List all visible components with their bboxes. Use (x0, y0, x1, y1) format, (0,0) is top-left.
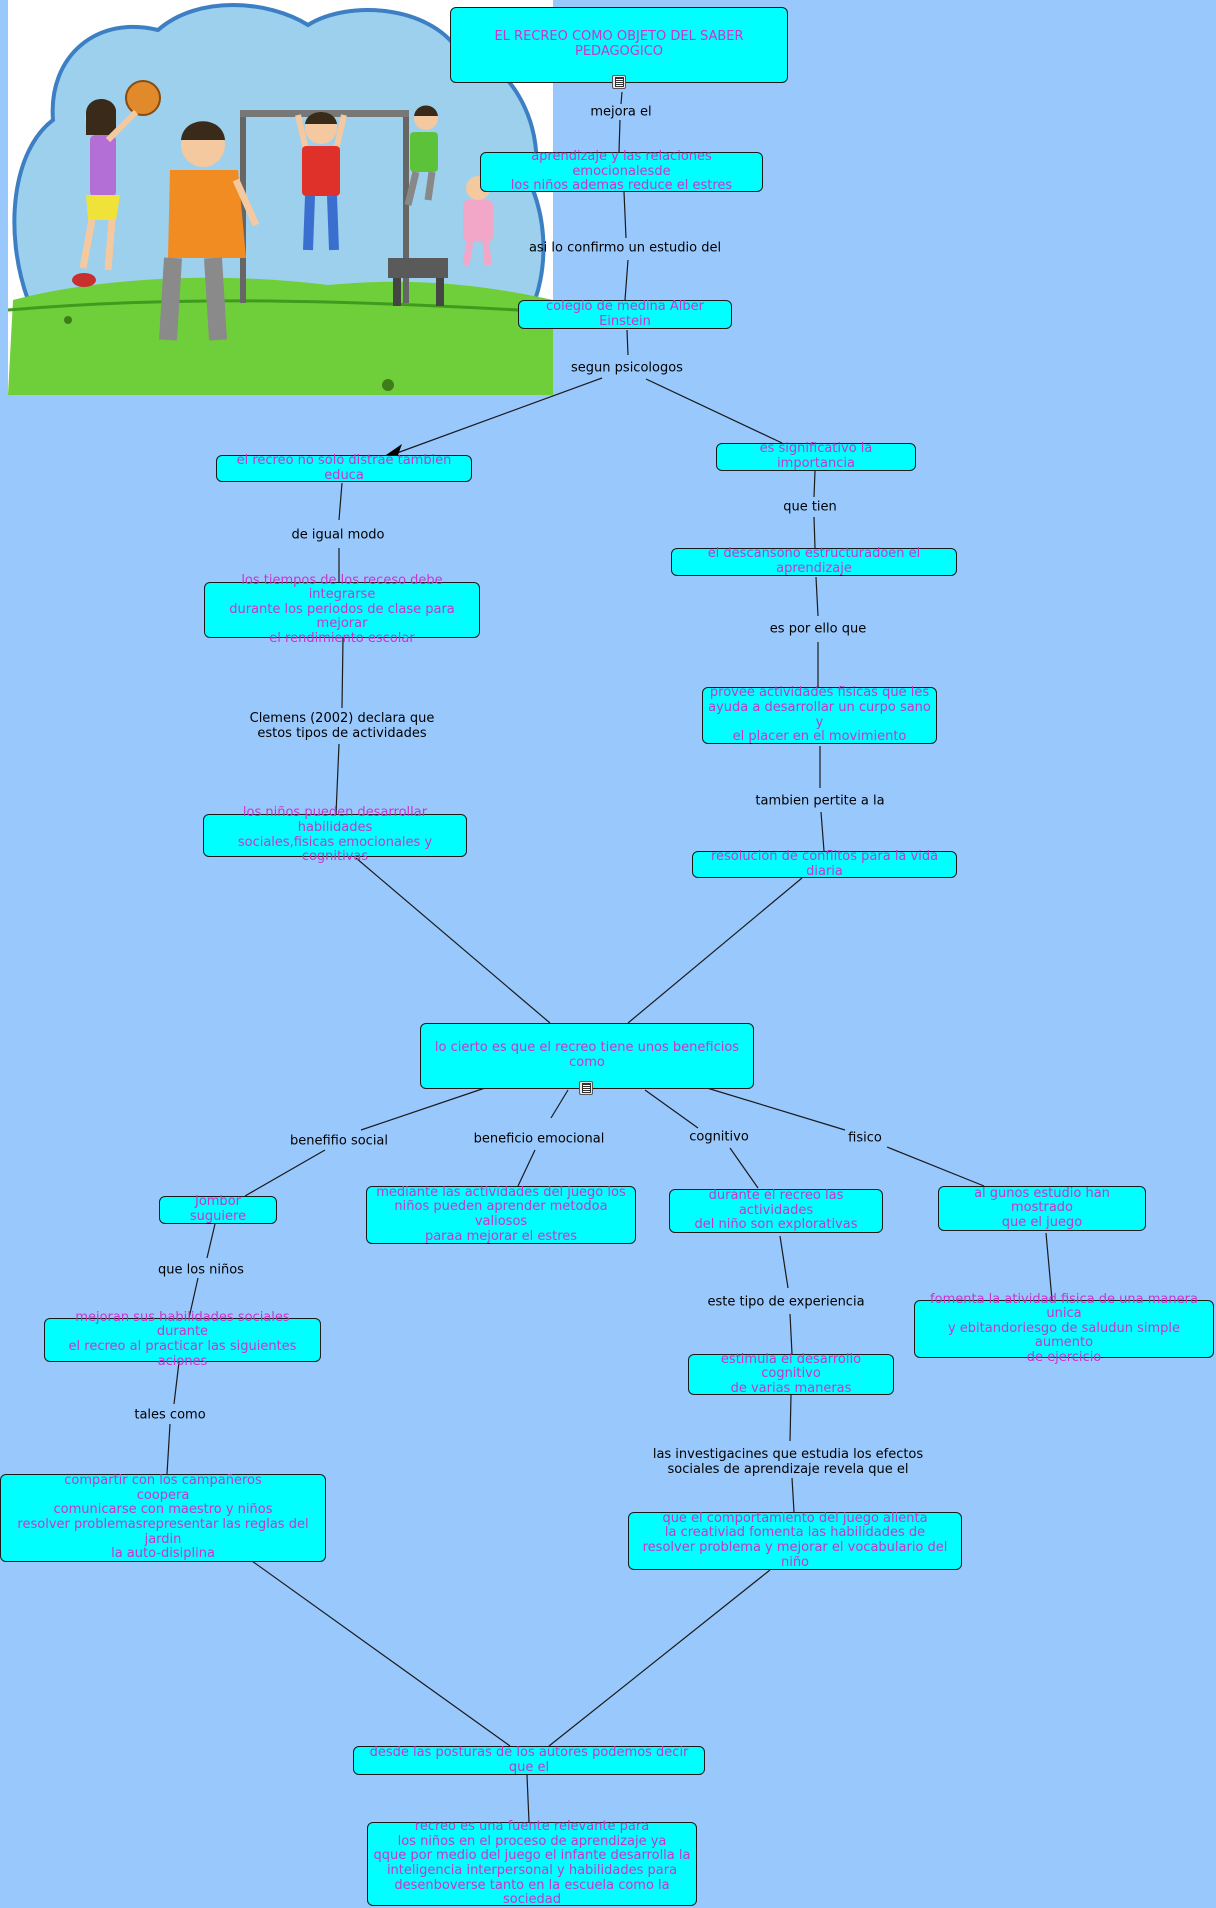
concept-node-fomenta[interactable]: fomenta la atividad fisica de una manera… (914, 1292, 1214, 1365)
concept-node-aprendizaje[interactable]: aprendizaje y las relaciones emocionales… (480, 149, 763, 193)
link-label-fisico[interactable]: fisico (848, 1130, 882, 1146)
link-label-psicologos[interactable]: segun psicologos (571, 360, 683, 376)
children-playing-illustration (7, 0, 554, 395)
link-label-social[interactable]: benefifio social (289, 1133, 389, 1149)
concept-node-habilidades[interactable]: los niños pueden desarrollar habilidades… (203, 806, 467, 864)
link-label-igual[interactable]: de igual modo (291, 527, 385, 543)
concept-node-compartir[interactable]: compartir con los campañeros coopera com… (0, 1473, 326, 1562)
link-label-emocional[interactable]: beneficio emocional (473, 1131, 605, 1147)
link-label-cognitivo[interactable]: cognitivo (689, 1129, 749, 1145)
concept-node-educa[interactable]: el recreo no solo distrae tambien educa (216, 453, 472, 482)
link-label-tien[interactable]: que tien (783, 499, 837, 515)
link-label-mejora[interactable]: mejora el (590, 104, 652, 120)
concept-node-colegio[interactable]: colegio de medina Alber Einstein (518, 299, 732, 329)
link-label-clemens[interactable]: Clemens (2002) declara que estos tipos d… (249, 711, 435, 741)
concept-node-provee[interactable]: provee actividades fisicas que les ayuda… (702, 686, 937, 744)
concept-node-jombor[interactable]: Jombor suguiere (159, 1195, 277, 1224)
link-label-investigaciones[interactable]: las investigacines que estudia los efect… (652, 1447, 924, 1477)
link-label-porello[interactable]: es por ello que (769, 621, 867, 637)
document-icon[interactable] (579, 1081, 593, 1095)
document-icon[interactable] (612, 75, 626, 89)
concept-node-mejoran[interactable]: mejoran sus habilidades sociales durante… (44, 1310, 321, 1368)
link-label-pertite[interactable]: tambien pertite a la (755, 793, 885, 809)
concept-node-posturas[interactable]: desde las posturas de los autores podemo… (353, 1745, 705, 1775)
concept-node-importancia[interactable]: es significativo la importancia (716, 442, 916, 471)
concept-node-tiempos[interactable]: los tiempos de los receso debe integrars… (204, 573, 480, 646)
concept-node-comportamiento[interactable]: que el comportamiento del juego alienta … (628, 1511, 962, 1570)
concept-node-estimula[interactable]: estimula el desarrollo cognitivo de vari… (688, 1352, 894, 1396)
concept-node-fuente[interactable]: recreo es una fuente relevante para los … (367, 1819, 697, 1907)
concept-node-explorativas[interactable]: durante el recreo las actividades del ni… (669, 1188, 883, 1233)
link-label-experiencia[interactable]: este tipo de experiencia (707, 1294, 865, 1310)
concept-node-title[interactable]: EL RECREO COMO OBJETO DEL SABER PEDAGOGI… (450, 7, 788, 83)
link-label-confirmo[interactable]: asi lo confirmo un estudio del (528, 240, 722, 256)
concept-node-algunos[interactable]: al gunos estudio han mostrado que el jue… (938, 1186, 1146, 1231)
link-label-ninos[interactable]: que los niños (158, 1262, 244, 1278)
concept-node-conflictos[interactable]: resolucion de conflitos para la vida dia… (692, 849, 957, 878)
concept-node-beneficios[interactable]: lo cierto es que el recreo tiene unos be… (420, 1023, 754, 1089)
link-label-tales[interactable]: tales como (134, 1407, 206, 1423)
concept-node-descanso[interactable]: el descansono estructuradoen el aprendiz… (671, 547, 957, 576)
concept-node-emocional[interactable]: mediante las actividades del juego los n… (366, 1185, 636, 1244)
